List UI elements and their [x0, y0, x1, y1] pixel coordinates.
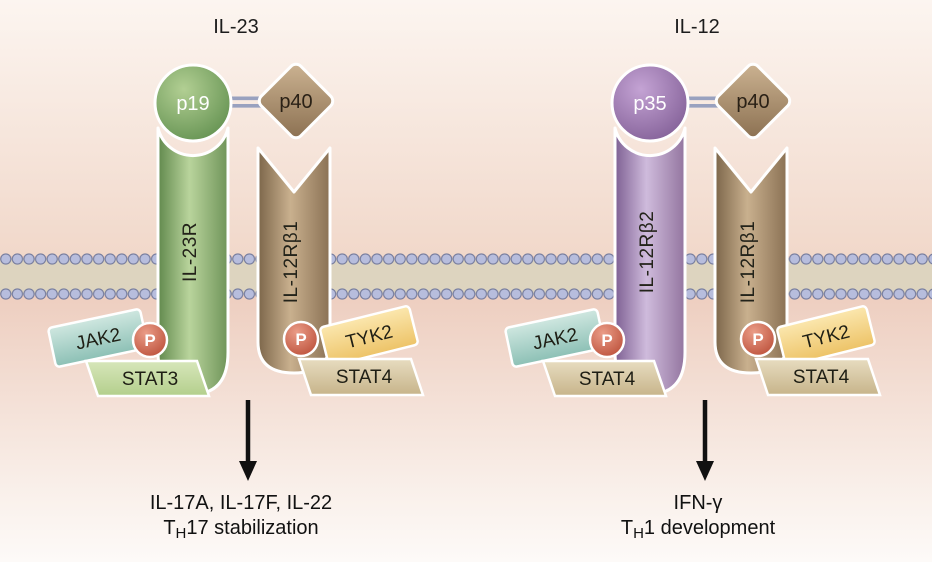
phospho-right-label: P [752, 330, 763, 349]
il12-signal-arrow [696, 400, 714, 481]
extracellular-background [0, 0, 932, 256]
p19-label: p19 [176, 93, 209, 115]
plasma-membrane [0, 250, 932, 303]
il23-title: IL-23 [213, 16, 259, 38]
subunit-linker [222, 96, 266, 108]
il12-outcome-cell: TH1 development [621, 517, 776, 542]
subunit-linker [679, 96, 723, 108]
il12rb2-label: IL-12Rβ2 [637, 211, 658, 294]
tyk2-tile: TYK2 [776, 305, 876, 367]
p40-label: p40 [279, 91, 312, 113]
outcome-t: T [163, 517, 175, 539]
phospho-right-label: P [295, 330, 306, 349]
stat3-tile [84, 359, 211, 398]
tyk2-tile: TYK2 [319, 305, 419, 367]
stat4-tile [297, 357, 425, 397]
p35-label: p35 [633, 93, 666, 115]
il23-complex: IL-23 IL-23R IL-12Rβ1 p19 p40 JAK2 STAT3… [47, 16, 425, 542]
p40-label: p40 [736, 91, 769, 113]
phospho-circle-right [282, 320, 320, 358]
stat3-label: STAT3 [122, 369, 178, 390]
il23-outcome-cell: TH17 stabilization [163, 517, 318, 542]
phospho-circle-left [131, 321, 169, 359]
outcome-rest: 1 development [644, 517, 776, 539]
outcome-sub: H [633, 525, 644, 542]
il12-outcome-cytokines: IFN-γ [674, 492, 723, 514]
p40-subunit-diamond [257, 62, 335, 140]
phospho-left-label: P [601, 331, 612, 350]
il23r-label: IL-23R [180, 222, 201, 282]
il23-signal-arrow [239, 400, 257, 481]
jak2-tile: JAK2 [504, 308, 606, 368]
membrane-lipid-heads [0, 250, 932, 303]
il12rb1-label: IL-12Rβ1 [738, 221, 759, 304]
phospho-circle-left [588, 321, 626, 359]
stat4-tile-left [541, 359, 668, 398]
phospho-circle-right [739, 320, 777, 358]
il12-complex: IL-12 IL-12Rβ2 IL-12Rβ1 p35 p40 JAK2 STA… [504, 16, 882, 542]
il23-outcome-cytokines: IL-17A, IL-17F, IL-22 [150, 492, 332, 514]
il12rb1-label: IL-12Rβ1 [281, 221, 302, 304]
stat4-right-label: STAT4 [793, 367, 850, 388]
p40-subunit-diamond [714, 62, 792, 140]
stat4-label: STAT4 [336, 367, 393, 388]
stat4-left-label: STAT4 [579, 369, 636, 390]
p35-subunit-circle [610, 63, 690, 143]
outcome-t: T [621, 517, 633, 539]
p19-subunit-circle [153, 63, 233, 143]
stat4-tile-right [754, 357, 882, 397]
jak2-tile: JAK2 [47, 308, 149, 368]
outcome-rest: 17 stabilization [186, 517, 318, 539]
il12-title: IL-12 [674, 16, 720, 38]
outcome-sub: H [176, 525, 187, 542]
phospho-left-label: P [144, 331, 155, 350]
